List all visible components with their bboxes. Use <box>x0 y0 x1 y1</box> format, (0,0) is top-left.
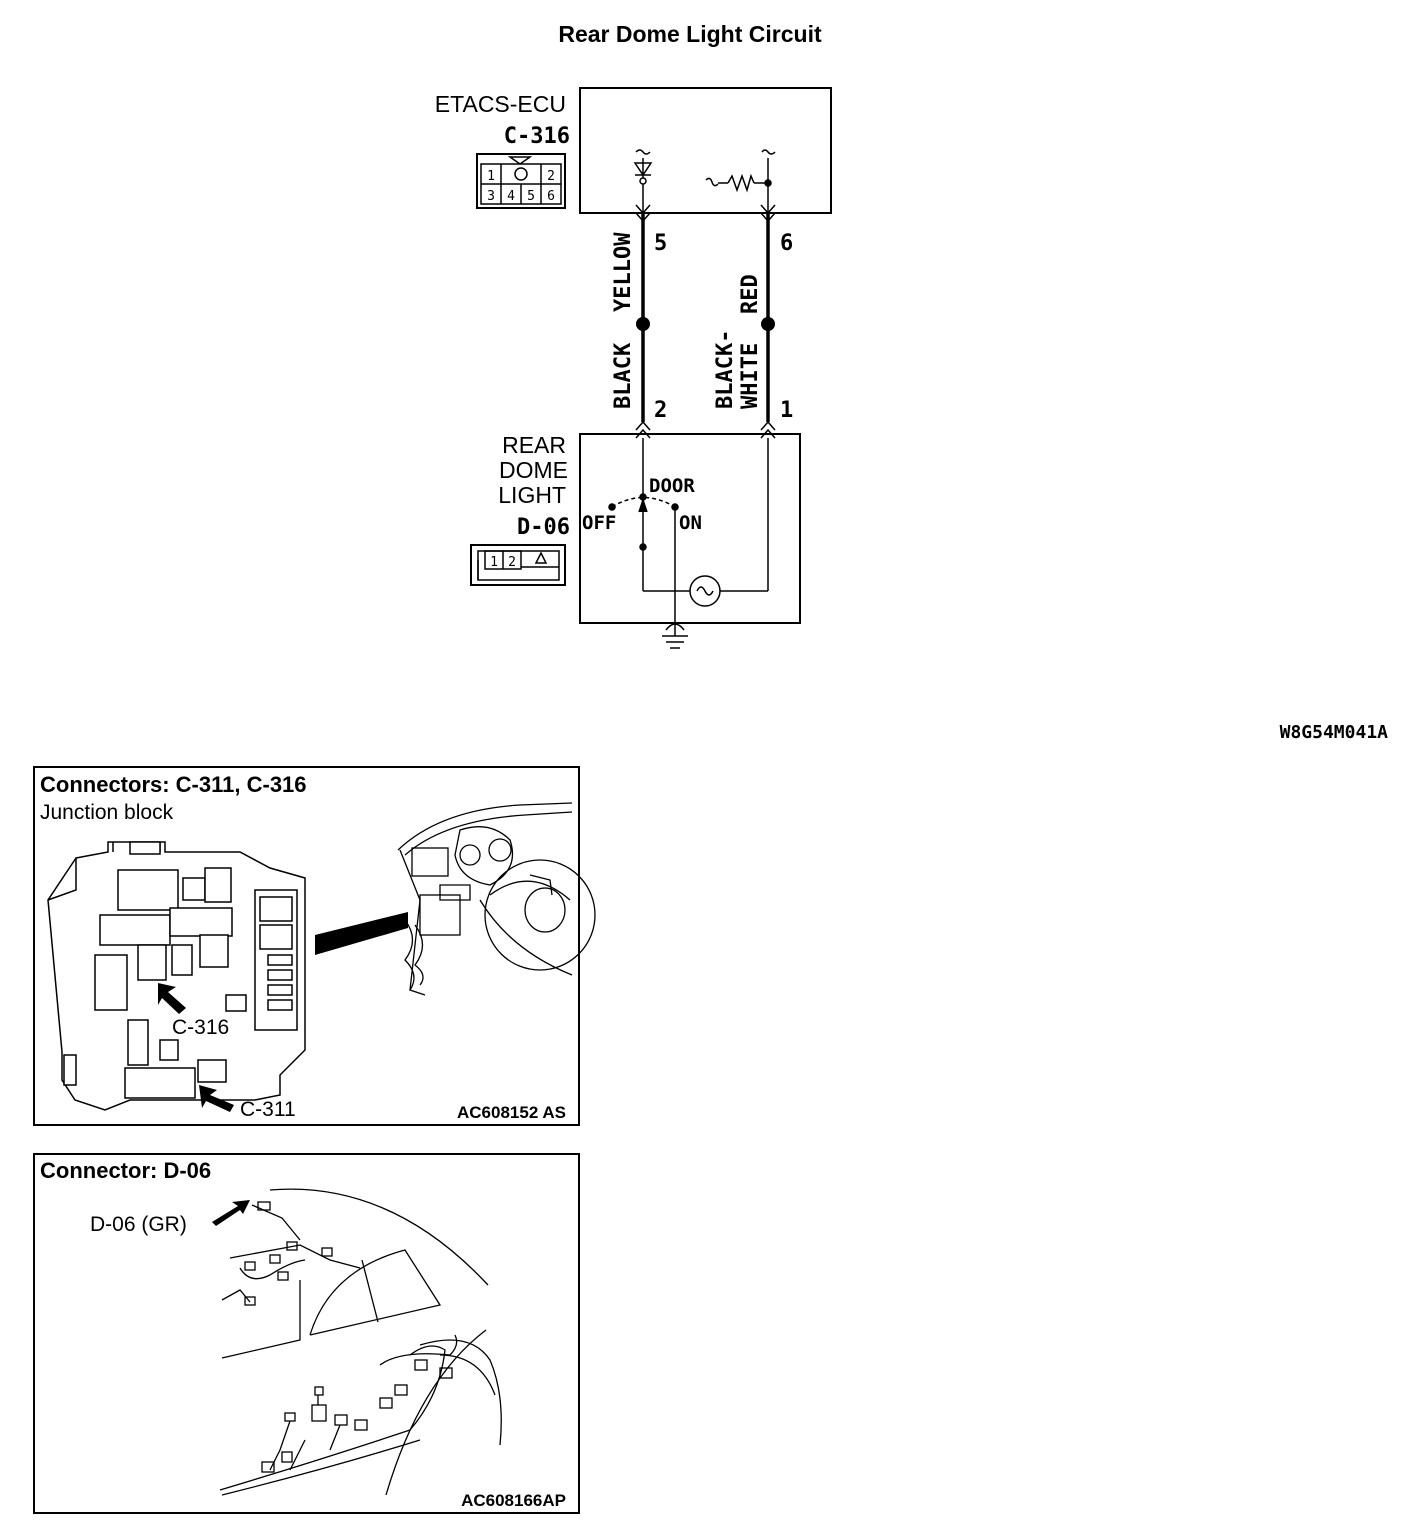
panel-junction-block <box>33 766 580 1126</box>
view-pointer-icon <box>315 912 408 955</box>
panel-d06 <box>33 1153 580 1514</box>
dome-switch-icon <box>608 438 769 623</box>
diagram-title: Rear Dome Light Circuit <box>558 21 822 47</box>
wire-left-color-top: YELLOW <box>611 232 636 312</box>
wire-right-color-top: RED <box>738 274 763 314</box>
junction-block-illustration <box>47 841 306 1111</box>
wire-right-pin-bottom: 1 <box>780 398 793 423</box>
dome-pin-label: 2 <box>508 555 516 570</box>
dome-name-line1: REAR <box>502 432 566 458</box>
dome-pin-label: 1 <box>490 555 498 570</box>
dome-switch-on: ON <box>679 512 702 534</box>
panel1-title: Connectors: C-311, C-316 <box>40 772 307 797</box>
ecu-pin-label: 2 <box>547 169 555 184</box>
panel2-callout: D-06 (GR) <box>90 1213 187 1236</box>
dome-name-line2: DOME <box>499 457 568 483</box>
ecu-connector-id: C-316 <box>504 124 570 149</box>
diode-icon <box>633 149 653 212</box>
dome-box <box>579 433 801 624</box>
panel2-code: AC608166AP <box>461 1491 566 1510</box>
dome-switch-door: DOOR <box>649 475 695 497</box>
wire-left-pin-top: 5 <box>654 231 667 256</box>
ecu-pin-label: 3 <box>487 189 495 204</box>
dome-connector-face-icon <box>470 544 566 586</box>
arrow-d06-icon <box>212 1200 250 1226</box>
dome-name-line3: LIGHT <box>498 482 566 508</box>
wire-right-pin-top: 6 <box>780 231 793 256</box>
panel1-code: AC608152 AS <box>457 1103 566 1122</box>
vehicle-illustration <box>219 1188 502 1496</box>
panel1-callout-c311: C-311 <box>240 1098 296 1121</box>
dashboard-illustration <box>397 802 596 996</box>
panel2-title: Connector: D-06 <box>40 1158 211 1183</box>
resistor-icon <box>705 149 776 212</box>
arrow-c316-icon <box>158 983 186 1014</box>
ecu-connector-face-icon: 1 2 3 4 5 6 <box>476 153 566 209</box>
dome-switch-off: OFF <box>582 512 616 534</box>
arrow-c311-icon <box>199 1085 234 1112</box>
ecu-pin-label: 4 <box>507 189 515 204</box>
panel1-callout-c316: C-316 <box>172 1016 229 1039</box>
wire-left-pin-bottom: 2 <box>654 398 667 423</box>
ecu-pin-label: 6 <box>547 189 555 204</box>
ecu-pin-label: 1 <box>487 169 495 184</box>
wire-right <box>760 204 776 439</box>
ground-icon <box>662 623 688 649</box>
wire-right-color-bottom-line2: WHITE <box>738 343 763 409</box>
ecu-box <box>579 87 832 214</box>
figure-code: W8G54M041A <box>1280 722 1389 743</box>
ecu-name: ETACS-ECU <box>435 91 566 117</box>
dome-connector-id: D-06 <box>517 515 570 540</box>
dome-bulb-icon <box>689 575 721 607</box>
wire-right-color-bottom-line1: BLACK- <box>713 330 738 409</box>
wire-left-color-bottom: BLACK <box>611 342 636 409</box>
wire-left <box>635 204 651 439</box>
panel1-subtitle: Junction block <box>40 801 174 824</box>
ecu-pin-label: 5 <box>527 189 535 204</box>
